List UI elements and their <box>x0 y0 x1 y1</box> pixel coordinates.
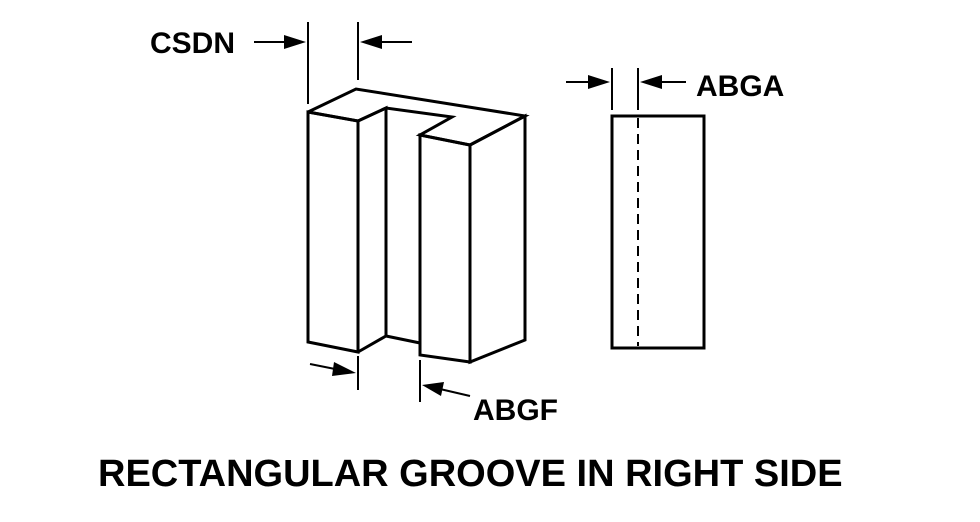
abgf-arrow-left-head <box>332 362 356 376</box>
grooved-block-isometric <box>306 87 530 365</box>
side-view-outline <box>610 114 706 350</box>
diagram-caption: RECTANGULAR GROOVE IN RIGHT SIDE <box>98 453 843 495</box>
block-right-side-face <box>468 113 527 365</box>
abgf-dimension: ABGF <box>309 356 558 427</box>
abga-label: ABGA <box>696 70 784 103</box>
csdn-arrow-left-head <box>284 35 306 49</box>
csdn-arrow-right-head <box>360 35 382 49</box>
abga-dimension: ABGA <box>566 68 784 110</box>
abgf-label: ABGF <box>473 394 558 427</box>
abga-arrow-right-head <box>640 75 662 89</box>
groove-bottom-edge <box>357 334 421 354</box>
csdn-label: CSDN <box>150 27 235 60</box>
abgf-arrow-right-head <box>422 382 444 396</box>
side-view <box>610 114 706 350</box>
block-right-front-face <box>418 133 472 364</box>
block-left-front-face <box>306 110 360 354</box>
abgf-arrow-right-shaft <box>439 388 471 397</box>
groove-inner-wall <box>357 105 388 336</box>
abga-arrow-left-head <box>588 75 610 89</box>
csdn-dimension: CSDN <box>150 22 412 104</box>
